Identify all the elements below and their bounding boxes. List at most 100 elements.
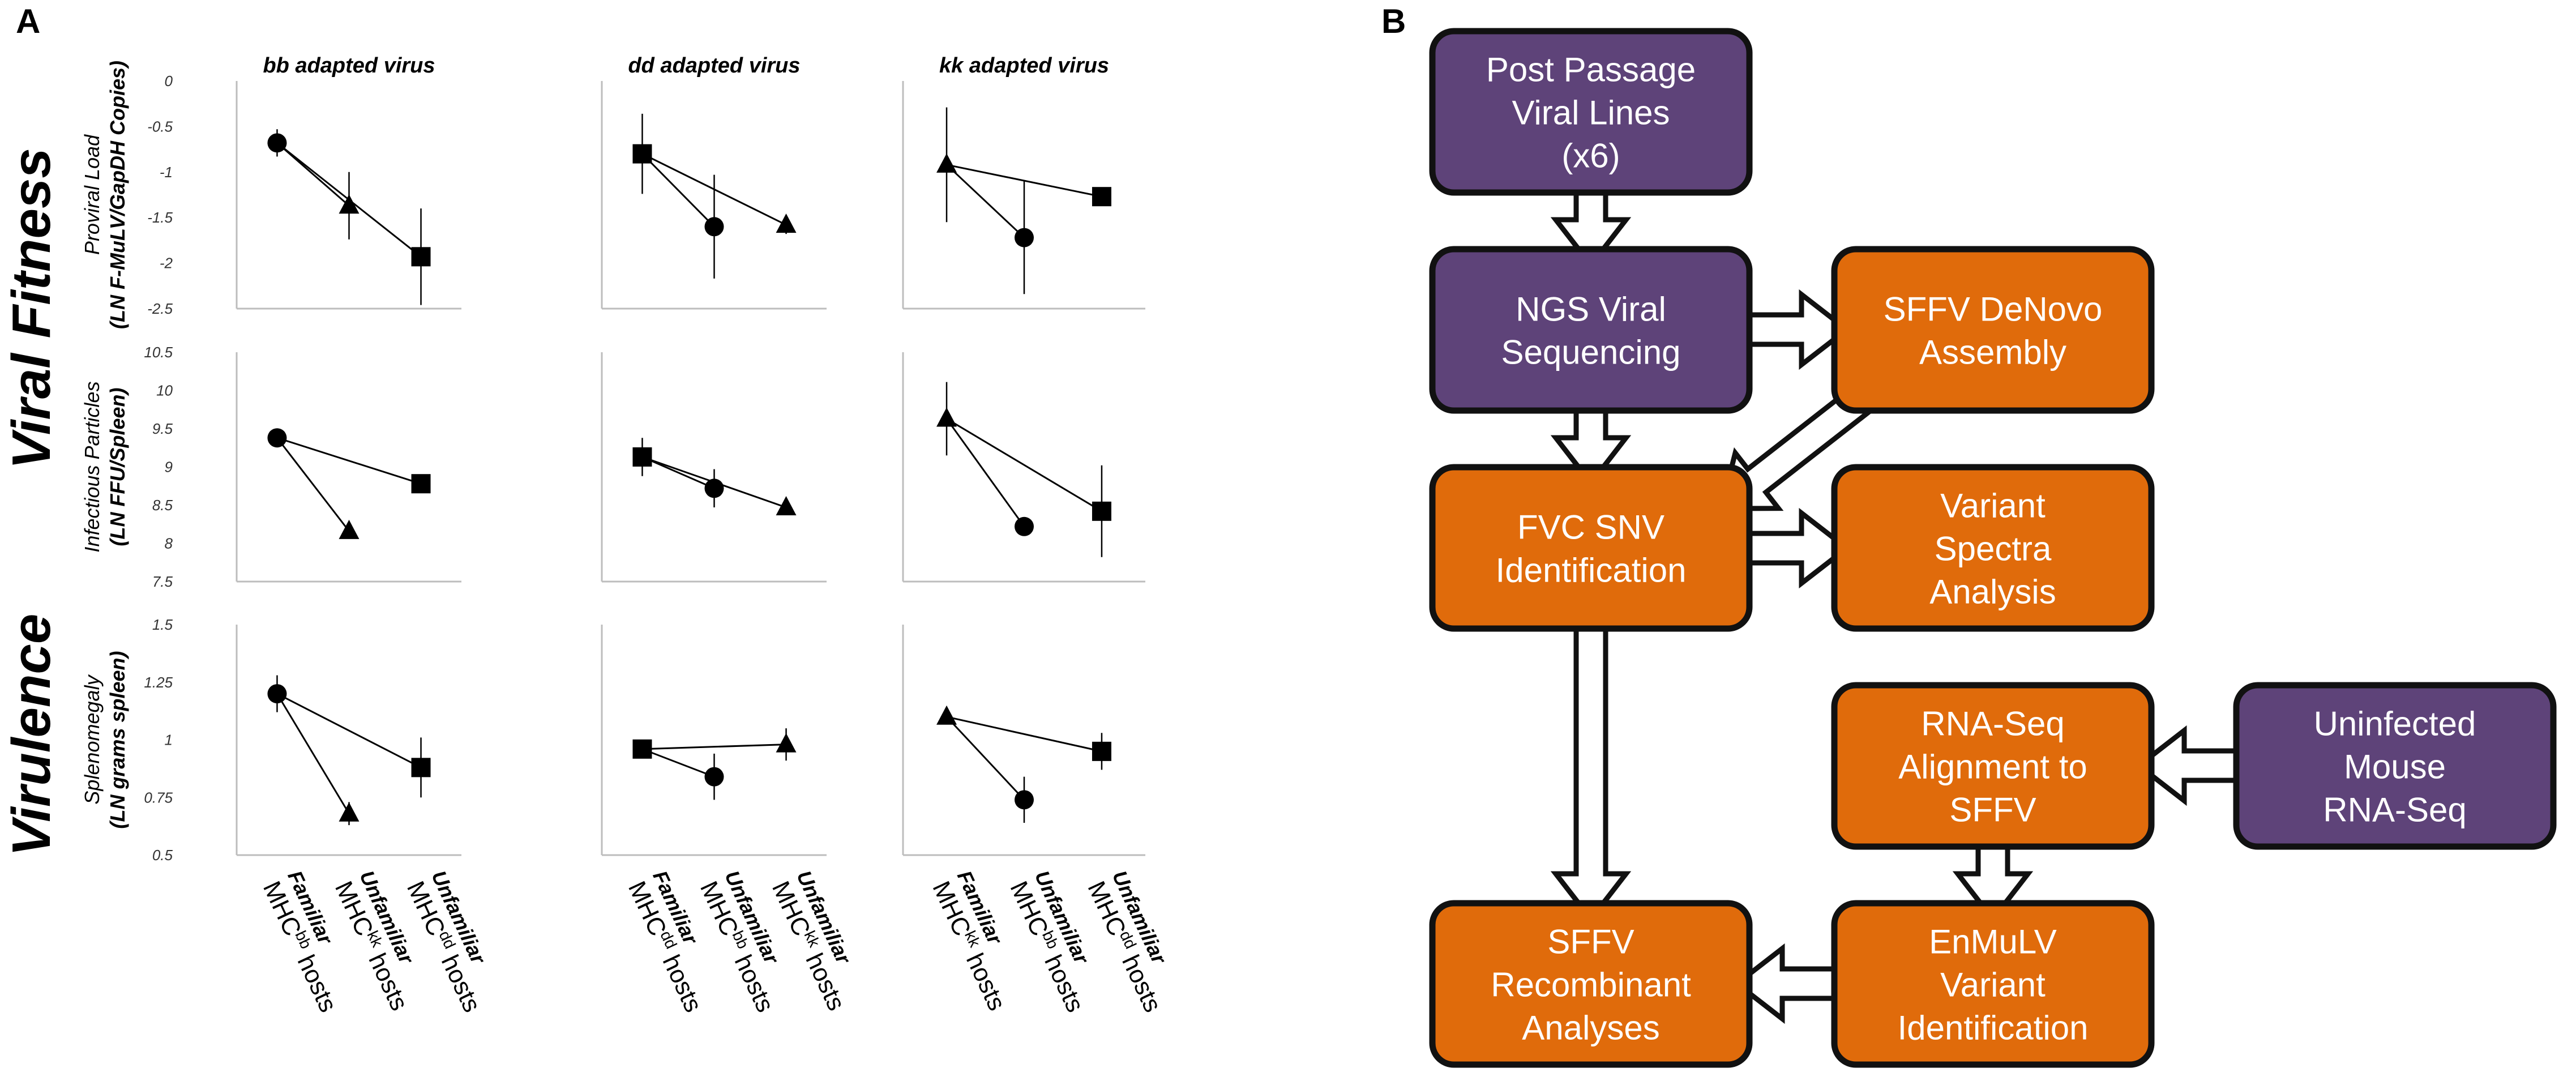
hosts-text: hosts: [654, 945, 707, 1016]
data-point-circle: [1015, 228, 1034, 247]
flow-arrow: [1550, 620, 1632, 924]
flow-box-text: Variant: [1940, 966, 2046, 1004]
series-line: [276, 437, 350, 532]
flow-box-background: [1429, 464, 1753, 632]
virulence-label: Virulence: [1, 614, 62, 857]
flow-box-text: EnMuLV: [1929, 923, 2057, 961]
series-line: [276, 693, 350, 814]
y-tick-label: 8: [165, 535, 173, 552]
flow-arrow: [2134, 725, 2245, 806]
column-title: bb adapted virus: [263, 54, 435, 78]
series-line: [946, 164, 1025, 238]
flow-box-text: SFFV: [1547, 923, 1634, 961]
y-axis-title: (LN grams spleen): [106, 651, 129, 828]
series-line: [641, 153, 715, 228]
flow-box-background: [1831, 246, 2155, 414]
y-tick-label: -2: [160, 255, 173, 272]
y-tick-label: 1.25: [144, 674, 173, 691]
y-axis-title: (LN F-MuLV/GapDH Copies): [106, 61, 129, 329]
flow-box-text: RNA-Seq: [2323, 791, 2466, 829]
flow-box-text: Sequencing: [1501, 334, 1681, 371]
flow-box-background: [1831, 464, 2155, 632]
data-point-circle: [267, 684, 287, 704]
column-title: kk adapted virus: [939, 54, 1109, 78]
flow-box-text: Spectra: [1935, 530, 2052, 568]
data-point-square: [411, 247, 431, 267]
data-point-circle: [704, 479, 724, 498]
y-axis-title: Proviral Load: [80, 134, 104, 255]
data-point-triangle: [776, 733, 797, 753]
data-point-square: [411, 474, 431, 494]
data-point-square: [632, 739, 652, 759]
data-point-triangle: [776, 496, 797, 516]
series-line: [642, 744, 786, 750]
flow-box-text: RNA-Seq: [1921, 705, 2064, 743]
series-line: [945, 418, 1025, 527]
data-point-circle: [267, 133, 287, 153]
y-tick-label: -1.5: [147, 209, 173, 226]
chart-area: 0-0.5-1-1.5-2-2.510.5109.598.587.51.51.2…: [80, 54, 1145, 864]
flow-arrow: [1747, 289, 1851, 370]
flow-arrow: [1732, 943, 1843, 1024]
y-tick-label: -0.5: [147, 118, 173, 135]
data-point-circle: [704, 767, 724, 787]
data-point-triangle: [339, 519, 360, 539]
flow-box-text: Recombinant: [1491, 966, 1691, 1004]
series-line: [946, 716, 1102, 753]
panel-a-label: A: [16, 2, 40, 40]
flow-box-text: Variant: [1940, 487, 2046, 525]
y-axis-title: Infectious Particles: [80, 381, 104, 552]
flow-box-background: [2233, 682, 2557, 850]
data-point-square: [1092, 501, 1111, 521]
data-point-triangle: [936, 705, 957, 725]
flow-arrow: [1747, 507, 1851, 589]
series-line: [641, 748, 715, 778]
y-axis-title: (LN FFU/Spleen): [106, 388, 129, 546]
flow-box-text: SFFV DeNovo: [1884, 291, 2103, 328]
flow-box-text: Uninfected: [2314, 705, 2476, 743]
column-title: dd adapted virus: [628, 54, 800, 78]
y-tick-label: 0: [165, 72, 173, 89]
series-line: [277, 437, 421, 485]
flow-box-text: Assembly: [1919, 334, 2066, 371]
data-point-triangle: [339, 802, 360, 822]
flow-box-background: [1831, 900, 2155, 1068]
series-line: [945, 716, 1025, 801]
data-point-square: [1092, 187, 1111, 207]
panel-b-label: B: [1381, 2, 1406, 40]
flow-box-text: Viral Lines: [1512, 94, 1670, 132]
data-point-circle: [704, 217, 724, 237]
y-tick-label: 0.5: [152, 847, 173, 864]
flow-box-text: Mouse: [2344, 748, 2446, 786]
flow-box-text: FVC SNV: [1517, 509, 1664, 546]
data-point-circle: [267, 428, 287, 448]
y-tick-label: 8.5: [152, 497, 173, 514]
data-point-square: [632, 144, 652, 164]
y-tick-label: 10.5: [144, 344, 173, 361]
hosts-text: hosts: [289, 945, 342, 1016]
flow-box-background: [1429, 246, 1753, 414]
series-line: [946, 418, 1102, 512]
data-point-circle: [1015, 790, 1034, 810]
y-tick-label: 1: [165, 732, 173, 749]
flow-box-text: Analyses: [1522, 1009, 1659, 1047]
y-tick-label: -2.5: [147, 300, 173, 317]
flow-box-background: [1831, 682, 2155, 850]
y-tick-label: 7.5: [152, 573, 173, 590]
data-point-triangle: [339, 194, 360, 214]
flow-box-text: Analysis: [1929, 573, 2056, 611]
y-tick-label: -1: [160, 164, 173, 181]
data-point-square: [632, 447, 652, 467]
flow-box-text: (x6): [1561, 137, 1620, 175]
y-axis-title: Splenomegaly: [80, 674, 104, 804]
